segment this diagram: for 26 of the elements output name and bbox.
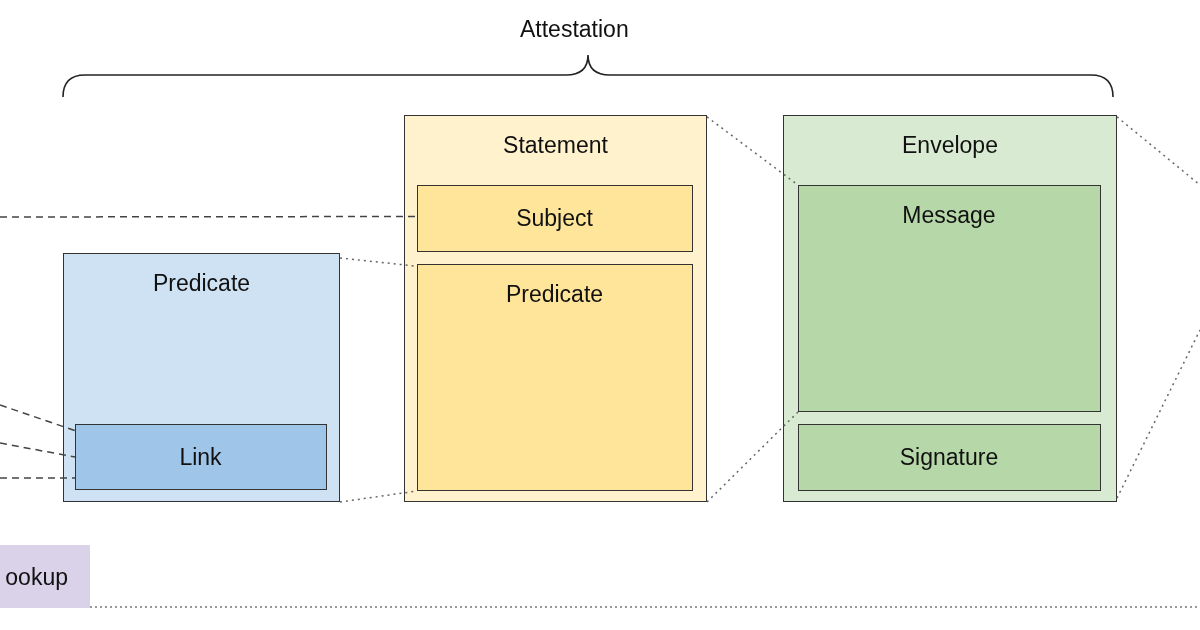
- connector-line: [0, 477, 76, 479]
- message-box: [797, 184, 1101, 412]
- zoom-line: [1116, 329, 1200, 499]
- connector-line: [0, 442, 76, 458]
- box-title: Statement: [502, 132, 609, 159]
- predicate-box: [63, 253, 340, 502]
- connector-line: [0, 215, 418, 218]
- box-title: Predicate: [151, 270, 252, 297]
- box-title: Envelope: [901, 132, 999, 159]
- predicate-box: [416, 263, 693, 491]
- link-box: [74, 423, 327, 490]
- box-title: Signature: [898, 443, 1000, 471]
- lookup-box: [0, 545, 90, 608]
- signature-box: [797, 423, 1101, 491]
- zoom-line: [1116, 116, 1200, 186]
- bracket-label: Attestation: [520, 16, 629, 43]
- box-title: Message: [901, 201, 997, 229]
- box-title: Predicate: [504, 280, 605, 308]
- envelope-box: [783, 115, 1117, 502]
- connector-line: [0, 404, 76, 432]
- statement-box: [404, 115, 707, 502]
- box-title: Link: [178, 443, 223, 470]
- box-title: Subject: [515, 204, 594, 232]
- zoom-line: [706, 411, 799, 503]
- box-title: ookup: [5, 563, 68, 590]
- subject-box: [416, 184, 693, 252]
